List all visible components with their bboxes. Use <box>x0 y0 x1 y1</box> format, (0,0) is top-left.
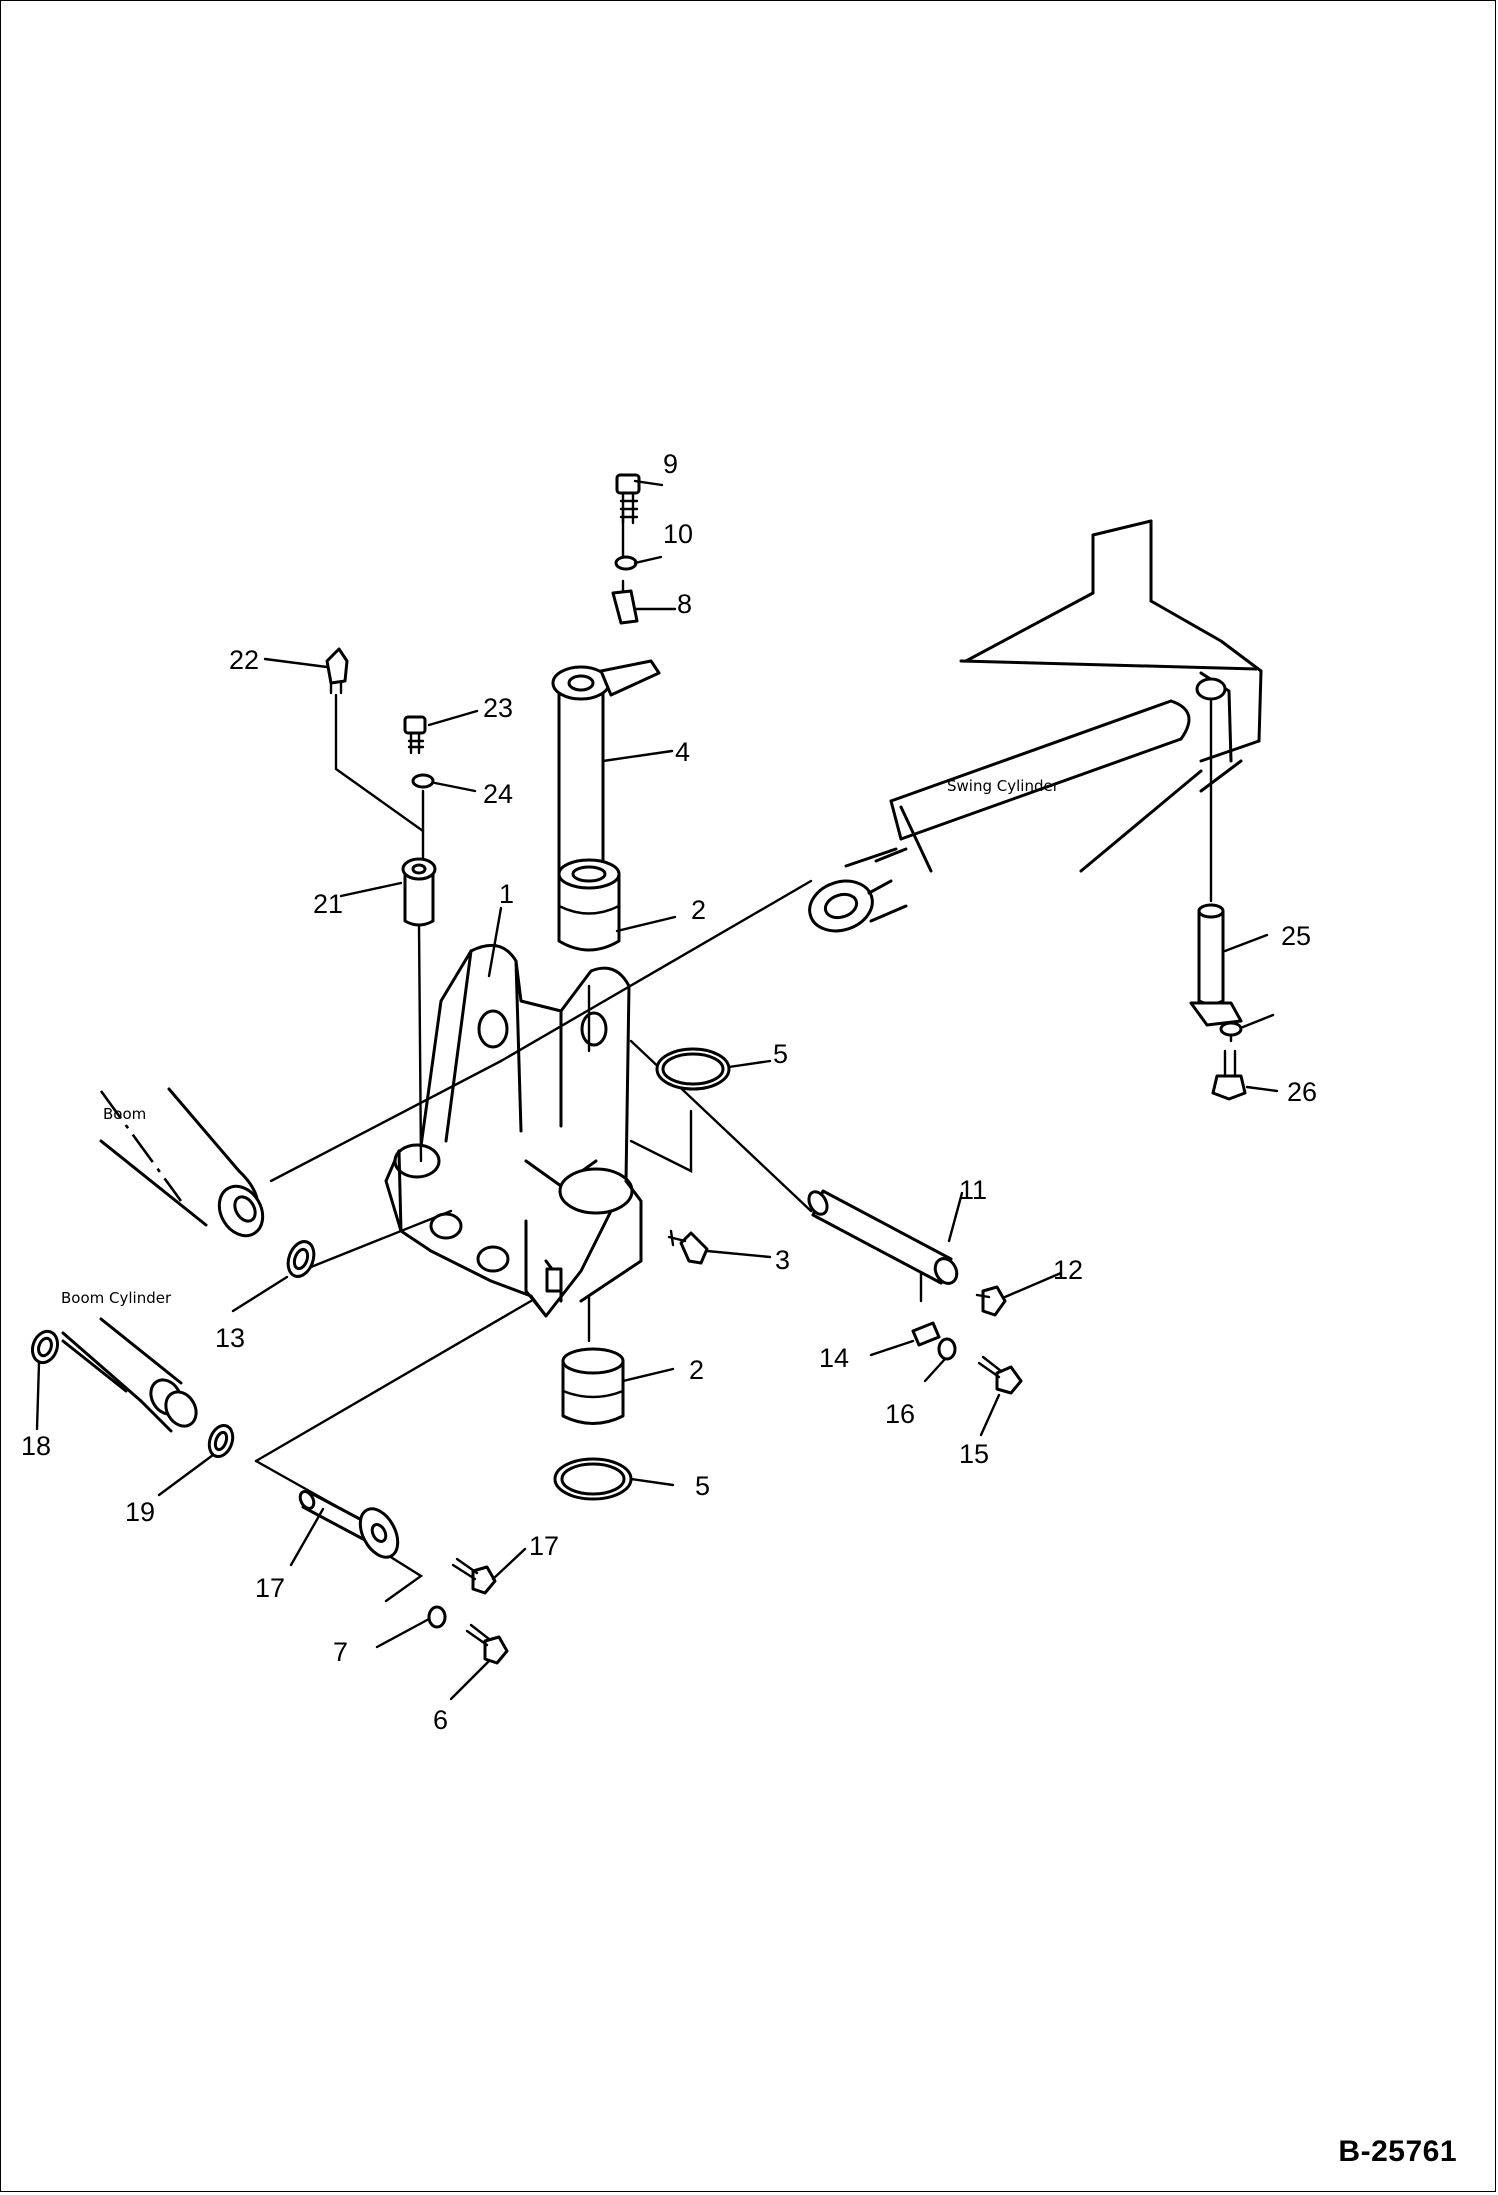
washer-19 <box>427 1605 447 1629</box>
grease-fitting-3 <box>667 1229 709 1265</box>
shim-5-upper <box>655 1047 731 1091</box>
plate-6 <box>611 589 639 625</box>
bolt-13 <box>977 1355 1023 1395</box>
washer-26 <box>1219 1021 1243 1037</box>
assembly-axes <box>254 509 1233 1603</box>
pin-24 <box>1189 903 1243 1027</box>
bolt-25 <box>1211 1049 1247 1101</box>
callout-2-lower: 2 <box>689 1355 704 1385</box>
callout-10: 12 <box>1053 1255 1083 1285</box>
swing-bracket <box>959 519 1263 873</box>
callout-23: 24 <box>483 779 513 809</box>
callout-9: 11 <box>959 1175 987 1205</box>
washer-11 <box>286 1240 316 1278</box>
callout-1: 1 <box>499 879 514 909</box>
callout-12: 14 <box>819 1343 849 1373</box>
bushing-2-upper <box>557 858 621 952</box>
callout-14: 16 <box>885 1399 915 1429</box>
callout-24: 25 <box>1281 921 1311 951</box>
callout-7: 9 <box>663 449 678 479</box>
washer-17-right <box>207 1424 235 1458</box>
swing-bracket-main <box>384 943 643 1318</box>
leader-lines <box>35 479 1279 1701</box>
bolt-7 <box>615 473 641 525</box>
callout-25: 26 <box>1287 1077 1317 1107</box>
washer-14 <box>937 1337 957 1361</box>
boom-cylinder <box>61 1317 198 1433</box>
callout-19: 7 <box>333 1637 348 1667</box>
bolt-10 <box>975 1285 1007 1317</box>
boom <box>99 1087 265 1238</box>
bushing-2-lower <box>561 1347 625 1425</box>
callout-13: 15 <box>959 1439 989 1469</box>
pin-9 <box>807 1189 959 1285</box>
callout-17-left: 18 <box>21 1431 51 1461</box>
callout-2-upper: 2 <box>691 895 706 925</box>
bolt-18 <box>465 1623 509 1665</box>
pin-4 <box>551 659 661 897</box>
callout-16: 17 <box>529 1531 559 1561</box>
callout-18: 6 <box>433 1705 448 1735</box>
callout-17-right: 19 <box>125 1497 155 1527</box>
grease-fitting-21 <box>325 647 349 695</box>
label-boom-cylinder: Boom Cylinder <box>61 1289 172 1307</box>
callout-6: 8 <box>677 589 692 619</box>
callout-20: 21 <box>313 889 343 919</box>
callout-5-lower: 5 <box>695 1471 710 1501</box>
label-swing-cylinder: Swing Cylinder <box>947 777 1060 795</box>
pin-20 <box>401 857 437 927</box>
pin-15 <box>298 1490 400 1559</box>
shim-5-lower <box>553 1457 633 1501</box>
callout-22: 23 <box>483 693 513 723</box>
washer-17-left <box>30 1329 60 1365</box>
swing-cylinder <box>808 699 1191 933</box>
callout-4: 4 <box>675 737 690 767</box>
washer-8 <box>614 555 638 571</box>
callout-8: 10 <box>663 519 693 549</box>
callout-21: 22 <box>229 645 259 675</box>
plate-12 <box>911 1321 941 1347</box>
washer-23 <box>411 773 435 789</box>
callout-11: 13 <box>215 1323 245 1353</box>
drawing-number: B-25761 <box>1338 2135 1457 2168</box>
bolt-22 <box>403 715 427 755</box>
label-boom: Boom <box>103 1105 146 1123</box>
callout-5-upper: 5 <box>773 1039 788 1069</box>
callout-15: 17 <box>255 1573 285 1603</box>
bolt-16 <box>451 1557 497 1595</box>
callout-3: 3 <box>775 1245 790 1275</box>
